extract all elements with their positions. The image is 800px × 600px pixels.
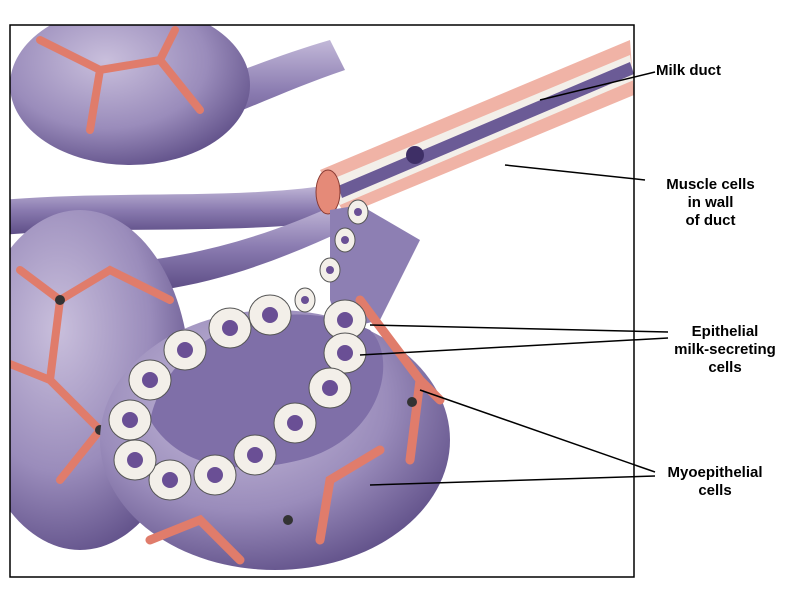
leader-milk-duct bbox=[539, 71, 656, 101]
label-epithelial: Epithelial milk-secreting cells bbox=[660, 323, 790, 377]
label-myoepithelial: Myoepithelial cells bbox=[655, 464, 775, 500]
cell-nucleus bbox=[301, 296, 309, 304]
cell-nucleus bbox=[177, 342, 193, 358]
cell-nucleus bbox=[337, 312, 353, 328]
label-line: cells bbox=[698, 482, 732, 499]
label-muscle-cells: Muscle cells in wall of duct bbox=[648, 176, 773, 230]
cell-nucleus bbox=[222, 320, 238, 336]
label-line: Myoepithelial bbox=[667, 464, 763, 481]
cell-nucleus bbox=[247, 447, 263, 463]
leader-myoepithelial-2 bbox=[369, 475, 656, 486]
cell-nucleus bbox=[341, 236, 349, 244]
epithelial-cells bbox=[108, 199, 369, 501]
leader-muscle-cells bbox=[504, 164, 646, 181]
label-line: Epithelial bbox=[691, 323, 759, 340]
label-line: Milk duct bbox=[656, 62, 722, 79]
cell-nucleus bbox=[142, 372, 158, 388]
cell-nucleus bbox=[207, 467, 223, 483]
label-line: in wall bbox=[687, 194, 734, 211]
figure-frame bbox=[9, 24, 635, 578]
leader-epithelial-2 bbox=[359, 337, 669, 356]
cell-nucleus bbox=[354, 208, 362, 216]
leader-myoepithelial-1 bbox=[419, 389, 656, 473]
cell-nucleus bbox=[262, 307, 278, 323]
label-line: of duct bbox=[685, 212, 736, 229]
label-milk-duct: Milk duct bbox=[656, 62, 721, 80]
cell-nucleus bbox=[337, 345, 353, 361]
lower-duct bbox=[150, 205, 345, 290]
leader-lines bbox=[359, 71, 669, 486]
leader-epithelial-1 bbox=[369, 324, 669, 333]
label-line: milk-secreting bbox=[674, 341, 776, 358]
cell-nucleus bbox=[127, 452, 143, 468]
label-line: cells bbox=[708, 359, 742, 376]
cell-nucleus bbox=[322, 380, 338, 396]
label-line: Muscle cells bbox=[666, 176, 755, 193]
cell-nucleus bbox=[287, 415, 303, 431]
cell-nucleus bbox=[122, 412, 138, 428]
illustration-content bbox=[10, 25, 634, 570]
lobule-upper-left bbox=[10, 25, 250, 165]
cell-nucleus bbox=[162, 472, 178, 488]
cell-nucleus bbox=[326, 266, 334, 274]
milk-duct-drawing bbox=[315, 40, 634, 330]
